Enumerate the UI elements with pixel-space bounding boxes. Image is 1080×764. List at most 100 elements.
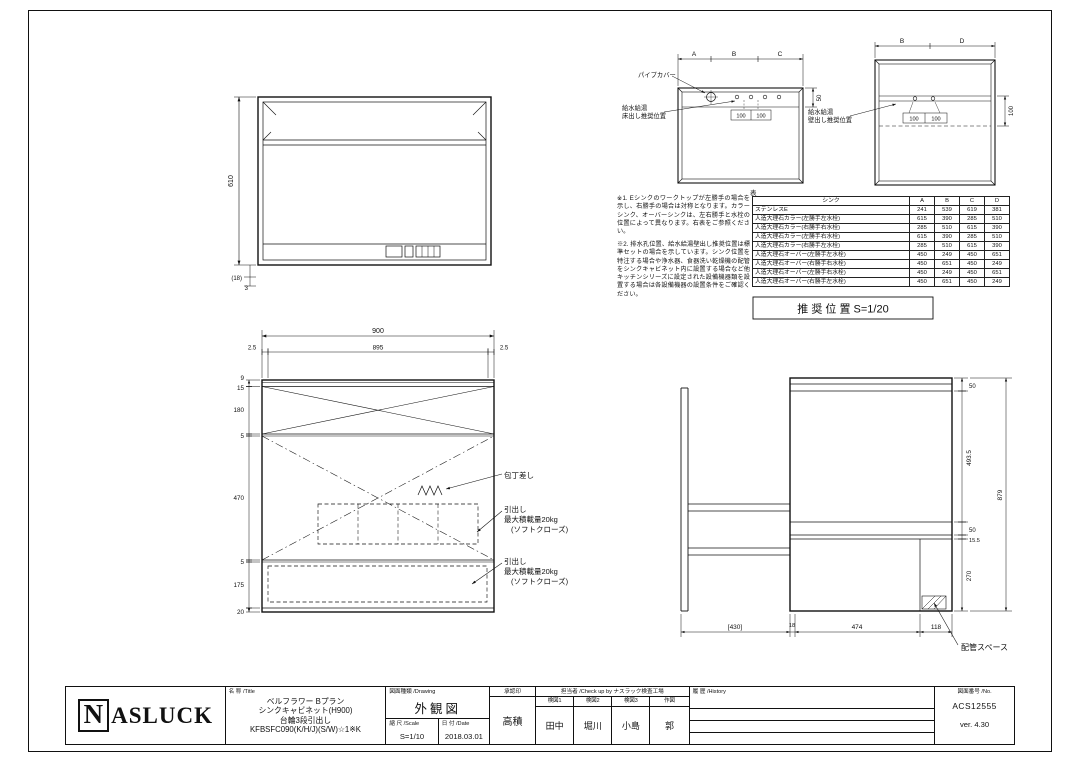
title-cell: 名 称 /Title ベルフラワー Bプラン シンクキャビネット(H900) 台… bbox=[226, 687, 387, 744]
side-view bbox=[680, 377, 1012, 646]
plan-view-right bbox=[849, 42, 1009, 186]
history-cell: 履 歴 /History bbox=[689, 687, 936, 744]
cell: 619 bbox=[959, 205, 985, 215]
plan-view-left bbox=[663, 54, 817, 184]
dim-label-100d: 100 bbox=[931, 117, 940, 123]
cell: 285 bbox=[959, 232, 985, 242]
dim-label-118: 118 bbox=[931, 624, 942, 631]
recommended-position-label: 推 奨 位 置 S=1/20 bbox=[797, 302, 888, 316]
checker-name-1: 田中 bbox=[536, 707, 575, 744]
cell: 390 bbox=[934, 214, 960, 224]
label-pipe-space: 配管スペース bbox=[961, 642, 1008, 652]
title-header: 名 称 /Title bbox=[228, 689, 255, 695]
cell: 450 bbox=[909, 259, 935, 269]
dim-label-879: 879 bbox=[997, 489, 1004, 500]
history-header: 履 歴 /History bbox=[692, 689, 726, 695]
dim-label-474: 474 bbox=[852, 624, 863, 631]
label-knife-holder: 包丁差し bbox=[504, 470, 534, 480]
dim-label-b: B bbox=[732, 51, 736, 58]
cell: 390 bbox=[984, 223, 1010, 233]
label-wall-supply-2: 壁出し推奨位置 bbox=[808, 115, 852, 124]
table-header-row: シンク A B C D bbox=[752, 196, 1010, 206]
dim-label-v5a: 5 bbox=[240, 433, 244, 440]
col-header-d: D bbox=[984, 196, 1010, 206]
dim-label-v470: 470 bbox=[233, 495, 244, 502]
cell: ステンレスE bbox=[752, 205, 910, 215]
dim-label-100b: 100 bbox=[756, 114, 765, 120]
dim-label-15-5: 15.5 bbox=[969, 538, 980, 544]
dim-label-v5b: 5 bbox=[240, 559, 244, 566]
dim-label-270: 270 bbox=[966, 570, 973, 581]
label-drawer2-soft: (ソフトクローズ) bbox=[511, 576, 569, 586]
dim-label-d: D bbox=[960, 38, 965, 45]
sink-table-caption: 表 bbox=[750, 190, 757, 197]
cell: 450 bbox=[909, 277, 935, 287]
label-drawer2-load: 最大積載量20kg bbox=[504, 566, 558, 576]
cell: 390 bbox=[984, 241, 1010, 251]
logo-wordmark: ASLUCK bbox=[111, 702, 213, 728]
cell: 615 bbox=[959, 223, 985, 233]
cell: 615 bbox=[909, 214, 935, 224]
upper-front-view bbox=[234, 96, 492, 287]
checkers-header: 担当者 /Check up by ナスラック検査工場 bbox=[536, 687, 689, 697]
cell: 450 bbox=[959, 259, 985, 269]
cell: 249 bbox=[934, 268, 960, 278]
drawing-version: ver. 4.30 bbox=[960, 720, 990, 729]
cell: 241 bbox=[909, 205, 935, 215]
product-code: KFBSFC090(K/H/J)(S/W)☆1※K bbox=[249, 724, 361, 734]
cell: 249 bbox=[984, 259, 1010, 269]
cell: 651 bbox=[934, 259, 960, 269]
checker-label-1: 検図1 bbox=[536, 697, 575, 706]
dim-label-v180: 180 bbox=[233, 407, 244, 414]
dim-label-v15: 15 bbox=[237, 385, 245, 392]
label-floor-supply-1: 給水給湯 bbox=[622, 103, 648, 112]
drawing-number-header: 図面番号 /No. bbox=[957, 689, 992, 695]
col-header-b: B bbox=[934, 196, 960, 206]
dim-label-v20: 20 bbox=[237, 609, 245, 616]
dim-label-610: 610 bbox=[228, 175, 235, 187]
dim-label-c: C bbox=[778, 51, 783, 58]
front-view bbox=[246, 330, 503, 613]
note-2: ※2. 排水孔位置、給水給湯壁出し推奨位置は標準セットの場合を示しています。シン… bbox=[617, 241, 750, 298]
checker-labels-row: 検図1 検図2 検図3 作図 bbox=[536, 697, 689, 707]
dim-label-2-5-left: 2.5 bbox=[248, 346, 257, 352]
cell: 人造大理石カラー(右勝手左水栓) bbox=[752, 241, 910, 251]
dim-label-493-5: 493.5 bbox=[966, 450, 973, 466]
approval-cell: 承認印 高積 bbox=[490, 687, 536, 744]
cell: 285 bbox=[909, 241, 935, 251]
cell: 人造大理石オーバー(右勝手右水栓) bbox=[752, 259, 910, 269]
cell: 539 bbox=[934, 205, 960, 215]
cell: 450 bbox=[959, 268, 985, 278]
checker-label-4: 作図 bbox=[664, 698, 675, 704]
logo-n-mark: N bbox=[77, 699, 110, 732]
cell: 249 bbox=[984, 277, 1010, 287]
cell: 285 bbox=[909, 223, 935, 233]
cell: 615 bbox=[959, 241, 985, 251]
product-name-line1: ベルフラワー Bプラン bbox=[266, 697, 345, 706]
cell: 450 bbox=[959, 250, 985, 260]
scale-cell: 縮 尺 /Scale S=1/10 bbox=[386, 719, 437, 744]
drawing-type-value: 外観図 bbox=[414, 702, 461, 716]
cell: 390 bbox=[934, 232, 960, 242]
dim-label-v175: 175 bbox=[233, 582, 244, 589]
recommended-position-box: 推 奨 位 置 S=1/20 bbox=[752, 296, 934, 320]
label-floor-supply-2: 床出し推奨位置 bbox=[622, 111, 666, 120]
cell: 510 bbox=[984, 232, 1010, 242]
history-rule-line bbox=[689, 721, 935, 733]
dim-label-50-mid: 50 bbox=[969, 528, 976, 534]
label-wall-supply-1: 給水給湯 bbox=[808, 107, 834, 116]
label-drawer2: 引出し bbox=[504, 556, 527, 566]
dim-label-3: 3 bbox=[245, 286, 249, 292]
cell: 450 bbox=[909, 250, 935, 260]
cell: 285 bbox=[959, 214, 985, 224]
dim-label-900: 900 bbox=[372, 328, 384, 335]
history-rule-line bbox=[689, 709, 935, 721]
history-rule-line bbox=[689, 697, 935, 709]
cell: 510 bbox=[984, 214, 1010, 224]
cell: 人造大理石カラー(左勝手右水栓) bbox=[752, 232, 910, 242]
cell: 381 bbox=[984, 205, 1010, 215]
cell: 651 bbox=[934, 277, 960, 287]
label-pipe-cover: パイプカバー bbox=[638, 71, 676, 79]
